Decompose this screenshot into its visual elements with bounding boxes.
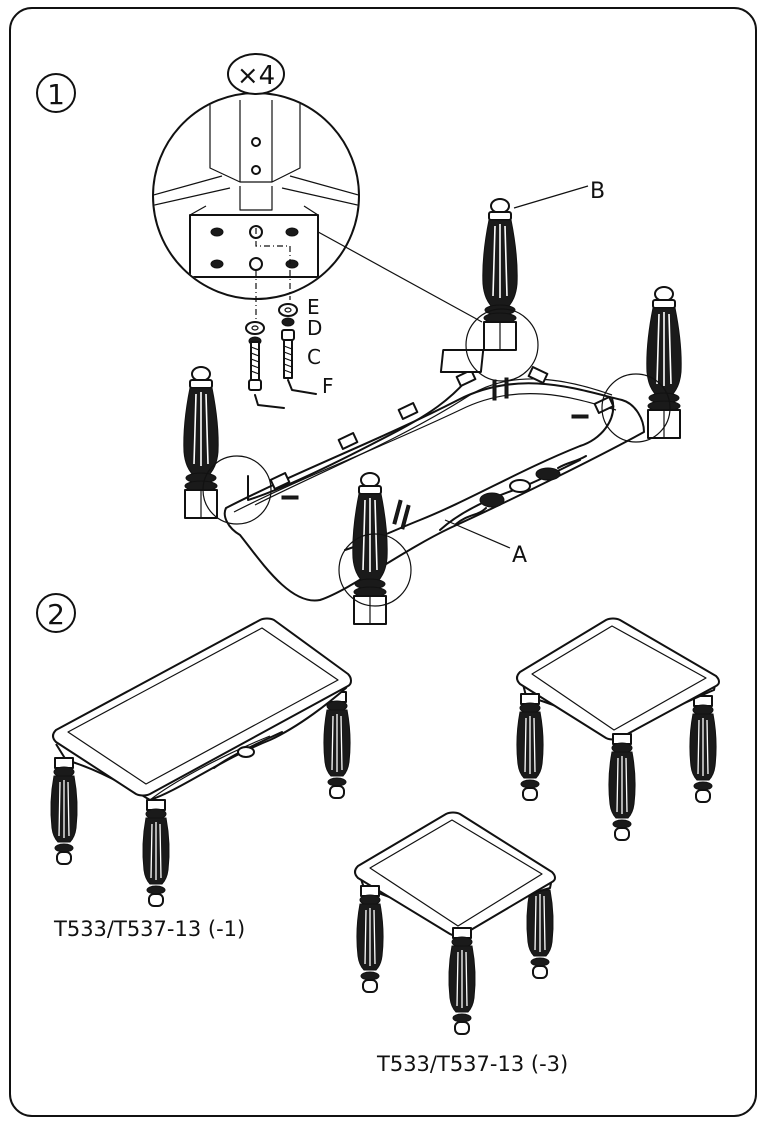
- quantity-label: ×4: [237, 61, 275, 91]
- model-label-3: T533/T537-13 (-3): [376, 1052, 568, 1076]
- table-leg: [645, 286, 683, 439]
- step-2-badge: [36, 593, 76, 633]
- lock-washer: [281, 317, 295, 327]
- coffee-table: [49, 617, 352, 907]
- coffee-table-top: [52, 617, 352, 797]
- step-1: 1: [36, 73, 76, 113]
- detail-callout: ×4: [152, 53, 483, 323]
- carved-ornament: [213, 731, 283, 769]
- table-leg: [182, 366, 220, 519]
- corner-detail-circle: [601, 373, 671, 443]
- hardware-group: E D C F: [245, 295, 334, 409]
- corner-detail-circle: [465, 308, 539, 382]
- step-1-badge: [36, 73, 76, 113]
- corner-detail-circle: [338, 533, 412, 607]
- allen-key: [254, 394, 285, 409]
- part-leader-a: [444, 519, 511, 549]
- end-table-center: [354, 811, 556, 1035]
- step-2-number: 2: [47, 598, 65, 631]
- flat-washer: [245, 321, 265, 335]
- guide-line: [255, 228, 291, 264]
- corner-detail-circle: [202, 455, 272, 525]
- table-leg: [447, 927, 477, 1035]
- part-label-a: A: [512, 543, 527, 568]
- table-leg: [607, 733, 637, 841]
- bolt: [248, 341, 262, 391]
- part-label-b: B: [590, 179, 605, 204]
- table-top-edge: [223, 382, 645, 602]
- end-table-right: [515, 617, 720, 841]
- part-label-d: D: [307, 316, 322, 340]
- allen-key: [287, 379, 317, 395]
- callout-leader: [299, 221, 483, 323]
- model-label-1: T533/T537-13 (-1): [53, 917, 245, 941]
- flat-washer: [278, 303, 298, 317]
- table-top-upside-down: A: [223, 349, 645, 602]
- quantity-badge: [227, 53, 285, 95]
- page-frame: [9, 7, 757, 1117]
- screws: [281, 377, 589, 530]
- table-leg: [322, 691, 352, 799]
- table-leg: [49, 757, 79, 865]
- part-label-f: F: [322, 374, 334, 398]
- table-leg: [688, 695, 718, 803]
- table-leg: [515, 693, 545, 801]
- table-leg: [141, 799, 171, 907]
- part-label-c: C: [307, 345, 321, 369]
- end-table-top: [516, 617, 720, 741]
- carved-ornament: [439, 455, 587, 531]
- part-label-e: E: [307, 295, 320, 319]
- step-1-number: 1: [47, 78, 65, 111]
- step-2: 2: [36, 593, 76, 633]
- end-table-top: [354, 811, 556, 937]
- bolt: [281, 329, 295, 379]
- table-leg-b: [481, 198, 519, 351]
- part-leader-b: [513, 185, 589, 209]
- table-leg: [355, 885, 385, 993]
